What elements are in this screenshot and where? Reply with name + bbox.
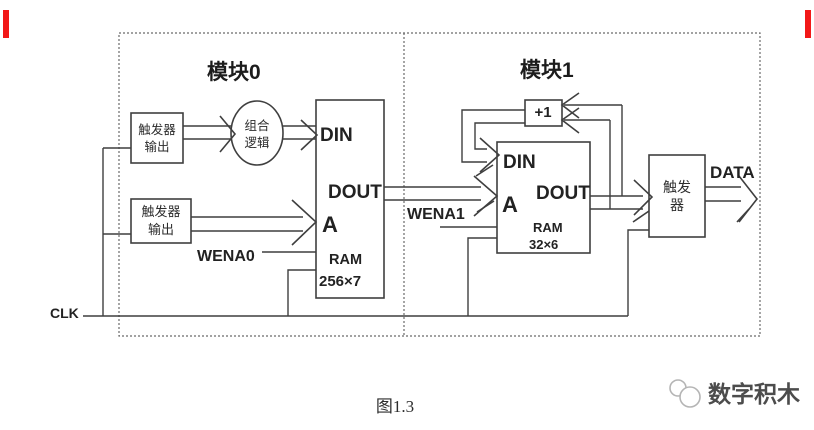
logic-label-line1: 组合 [244,118,270,133]
ram1-dout-label: DOUT [536,183,590,204]
arrow-into-din1-icon [479,137,501,173]
ff-output-box-2 [130,198,192,244]
wire-clk-to-ram0 [287,269,316,316]
watermark-logo-inner-icon [679,386,701,408]
watermark: 数字积木 [669,379,800,408]
module0-title: 模块0 [207,60,261,84]
bus-slash-ff-reg-icon [632,210,650,223]
arrow-into-ff-reg-icon [633,179,654,216]
watermark-brand: 数字积木 [708,381,800,407]
plus-one-box [524,99,563,127]
ram1-box [496,141,591,254]
wire-plus1-to-din1-outer [461,109,525,163]
ff-reg-label-line1: 触发 [663,179,691,195]
arrow-into-plus1-lower-icon [560,107,580,134]
arrow-into-plus1-upper-icon [560,92,580,119]
arrow-into-addr0-icon [291,199,318,246]
comb-logic-ellipse [230,100,284,166]
wire-plus1-to-din1-inner [474,122,525,150]
plus-one-label: +1 [534,104,551,121]
arrow-data-out-icon [738,175,759,223]
ram0-box [315,99,385,299]
ram1-din-label: DIN [503,152,536,173]
arrowheads [219,92,759,246]
ff-output-box-1 [130,112,184,164]
ram1-addr-label: A [502,192,518,217]
red-marker-left [3,10,9,38]
wire-clk-to-ram1 [467,237,497,316]
bus-slash-addr1-icon [476,200,495,213]
bus-slash-din1-icon [475,164,494,177]
arrow-into-din0-icon [300,119,319,151]
logic-label-line2: 逻辑 [244,136,269,150]
ram1-size-label: 32×6 [529,237,558,252]
modules-outer-boundary [118,32,761,337]
ff-box1-label-line1: 触发器 [138,122,176,137]
ram1-name-label: RAM [533,220,563,235]
ram0-name-label: RAM [329,252,362,268]
ff-box2-label-line2: 输出 [148,222,174,237]
clk-label: CLK [50,305,79,321]
bus-slash-data-out-icon [736,208,750,223]
ff-box1-label-line2: 输出 [144,139,169,154]
ram0-dout-label: DOUT [328,182,382,203]
ram0-din-label: DIN [320,125,353,146]
ram0-size-label: 256×7 [319,273,361,290]
wire-clk-to-ff-reg [627,229,649,316]
ram0-addr-label: A [322,212,338,237]
figure-caption: 图1.3 [376,397,414,416]
module1-title: 模块1 [520,58,574,82]
wena0-label: WENA0 [197,248,255,265]
arrow-into-logic-icon [219,115,237,153]
ff-register-box [648,154,706,238]
arrow-into-addr1-icon [473,175,499,217]
ff-box2-label-line1: 触发器 [141,204,180,219]
wires [83,104,741,317]
ff-reg-label-line2: 器 [670,197,684,213]
red-marker-right [805,10,811,38]
wena1-label: WENA1 [407,206,465,223]
data-out-label: DATA [710,163,755,182]
